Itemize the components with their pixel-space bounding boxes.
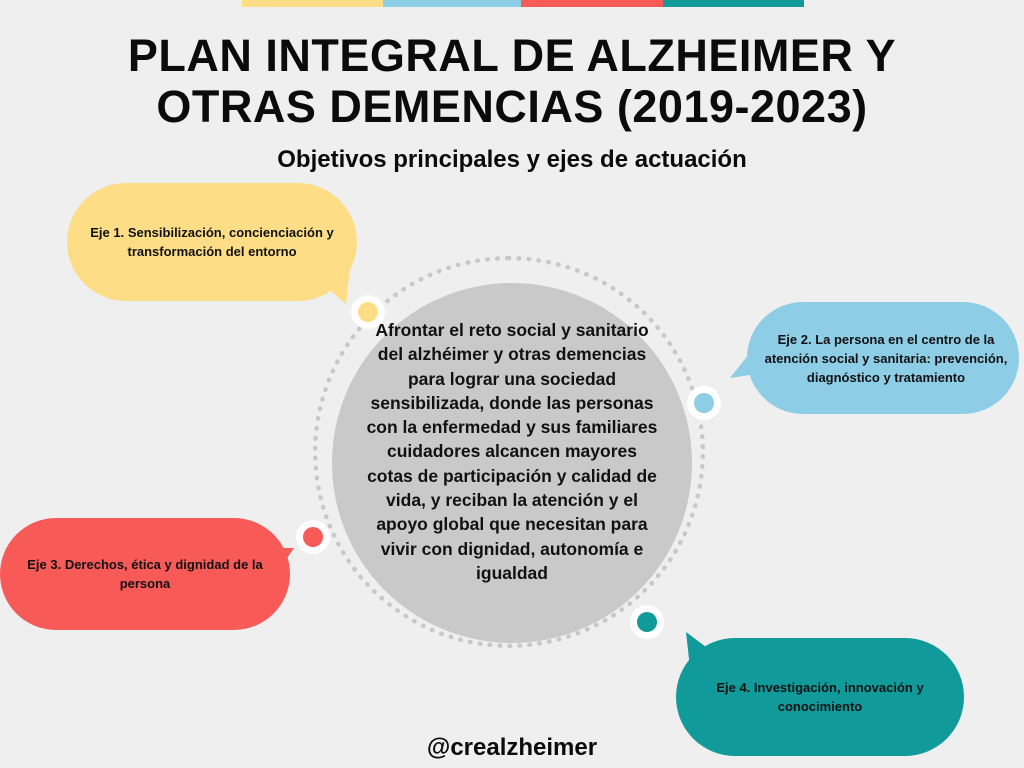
connector-dot-eje-4 [630,605,664,639]
axis-bubble-eje-1: Eje 1. Sensibilización, concienciación y… [67,183,357,301]
axis-label-eje-1: Eje 1. Sensibilización, concienciación y… [90,225,334,259]
center-circle [332,283,692,643]
axis-bubble-eje-4: Eje 4. Investigación, innovación y conoc… [676,638,964,756]
axis-bubble-eje-2: Eje 2. La persona en el centro de la ate… [747,302,1019,414]
center-dotted-ring [313,256,705,648]
axis-bubble-eje-3: Eje 3. Derechos, ética y dignidad de la … [0,518,290,630]
page-subtitle: Objetivos principales y ejes de actuació… [277,146,747,173]
social-handle: @crealzheimer [426,734,598,761]
axis-label-eje-2: Eje 2. La persona en el centro de la ate… [764,331,1008,385]
axis-label-eje-3: Eje 3. Derechos, ética y dignidad de la … [27,557,263,591]
title-line-1: PLAN INTEGRAL DE ALZHEIMER Y [127,30,897,81]
connector-dot-eje-1 [351,295,385,329]
page-title: PLAN INTEGRAL DE ALZHEIMER Y OTRAS DEMEN… [40,30,984,132]
top-bar-yellow [242,0,383,7]
top-bar-blue [383,0,521,7]
title-line-2: OTRAS DEMENCIAS (2019-2023) [156,81,868,132]
top-bar-red [521,0,663,7]
connector-dot-eje-2 [687,386,721,420]
axis-label-eje-4: Eje 4. Investigación, innovación y conoc… [716,680,924,714]
top-bar-teal [663,0,804,7]
connector-dot-eje-3 [296,520,330,554]
center-objective-text: Afrontar el reto social y sanitario del … [366,320,658,583]
